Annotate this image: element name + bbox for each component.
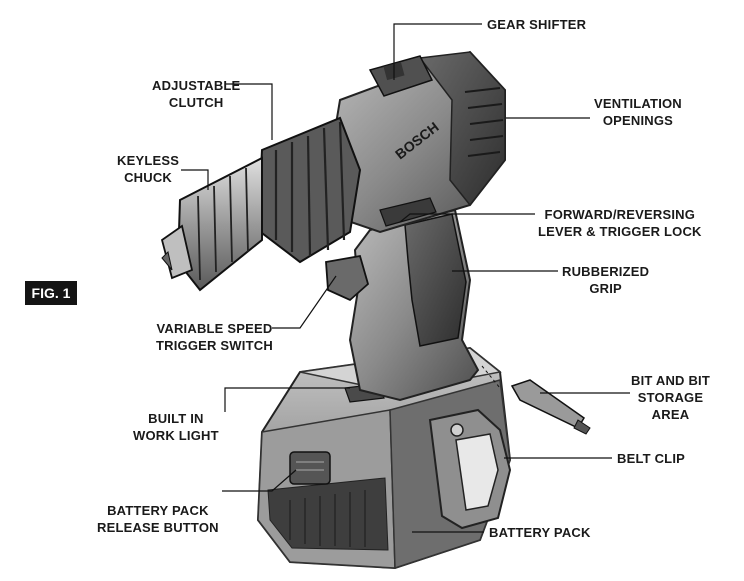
figure-label: FIG. 1 [25,281,77,305]
label-battery-release-button: BATTERY PACK RELEASE BUTTON [97,503,219,535]
label-battery-pack: BATTERY PACK [489,525,591,540]
label-ventilation-openings: VENTILATION OPENINGS [594,96,682,128]
battery-release-button [289,451,331,485]
label-gear-shifter: GEAR SHIFTER [487,17,587,32]
leader-adjustable-clutch [226,83,273,140]
leader-forward-reversing [399,213,535,223]
keyless-chuck [160,156,263,292]
label-work-light: BUILT IN WORK LIGHT [133,411,219,443]
label-bit-storage-area: BIT AND BIT STORAGE AREA [631,373,710,422]
leader-work-light [224,387,350,412]
leader-lines [181,23,630,533]
trigger-switch [325,254,370,302]
leader-gear-shifter [393,23,482,80]
motor-housing: BOSCH [328,50,506,234]
label-adjustable-clutch: ADJUSTABLE CLUTCH [152,78,241,110]
forward-reversing-lever [379,197,437,227]
leader-battery-release [222,469,297,492]
leader-trigger-switch [272,275,337,329]
handle-grip [348,208,480,402]
label-keyless-chuck: KEYLESS CHUCK [117,153,180,185]
label-belt-clip: BELT CLIP [617,451,685,466]
adjustable-clutch [256,116,362,264]
leader-keyless-chuck [181,169,209,190]
label-variable-speed-trigger: VARIABLE SPEED TRIGGER SWITCH [156,321,273,353]
screwdriver-bit [510,379,591,435]
label-rubberized-grip: RUBBERIZED GRIP [562,264,650,296]
bit-storage-dashed-line [481,365,501,389]
label-forward-reversing-lever: FORWARD/REVERSING LEVER & TRIGGER LOCK [538,207,702,239]
belt-clip [428,408,512,530]
